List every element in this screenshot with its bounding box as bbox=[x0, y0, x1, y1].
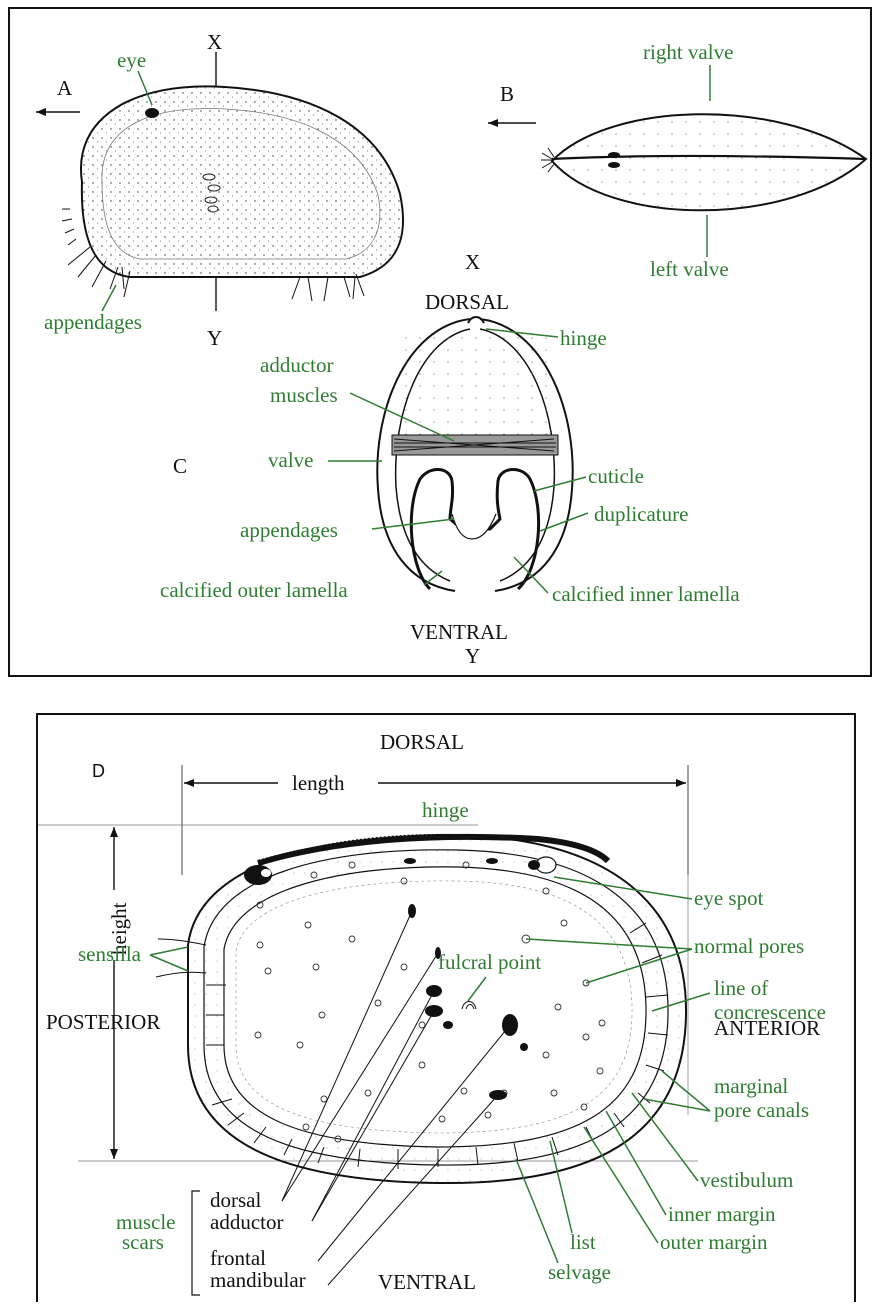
view-b-dorsal: B right valve left valve bbox=[488, 40, 866, 281]
label-cuticle: cuticle bbox=[588, 464, 644, 488]
axis-x-c: X bbox=[465, 250, 480, 274]
label-duplicature: duplicature bbox=[594, 502, 688, 526]
label-pore-canals-1: marginal bbox=[714, 1074, 788, 1098]
view-c-cross-section: X DORSAL VENTRAL Y C hinge adductor musc… bbox=[160, 250, 740, 668]
label-pore-canals-2: pore canals bbox=[714, 1098, 809, 1122]
axis-y-c: Y bbox=[465, 644, 480, 668]
axis-y-a: Y bbox=[207, 326, 222, 350]
label-a: A bbox=[57, 76, 73, 100]
label-appendages-c: appendages bbox=[240, 518, 338, 542]
label-sensilla: sensilla bbox=[78, 942, 142, 966]
label-adductor-c-1: adductor bbox=[260, 353, 333, 377]
label-scar-mandibular: mandibular bbox=[210, 1268, 306, 1292]
view-a-lateral: A X Y eye appendages bbox=[36, 30, 403, 350]
label-concrescence-1: line of bbox=[714, 976, 768, 1000]
label-length: length bbox=[292, 771, 345, 795]
label-scar-dorsal: dorsal bbox=[210, 1188, 261, 1212]
label-list: list bbox=[570, 1230, 596, 1254]
ostracod-valve-interior-d: D DORSAL VENTRAL POSTERIOR ANTERIOR leng… bbox=[38, 715, 854, 1304]
label-dorsal-d: DORSAL bbox=[380, 730, 464, 754]
label-eye: eye bbox=[117, 48, 146, 72]
label-eye-spot: eye spot bbox=[694, 886, 764, 910]
eye-dot bbox=[145, 108, 159, 118]
label-inner-margin: inner margin bbox=[668, 1202, 776, 1226]
label-selvage: selvage bbox=[548, 1260, 611, 1284]
label-ventral-c: VENTRAL bbox=[410, 620, 508, 644]
label-right-valve: right valve bbox=[643, 40, 733, 64]
label-concrescence-2: concrescence bbox=[714, 1000, 826, 1024]
label-b: B bbox=[500, 82, 514, 106]
figure-panel-d: D DORSAL VENTRAL POSTERIOR ANTERIOR leng… bbox=[36, 713, 856, 1302]
label-inner-lamella: calcified inner lamella bbox=[552, 582, 740, 606]
label-normal-pores: normal pores bbox=[694, 934, 804, 958]
label-c: C bbox=[173, 454, 187, 478]
label-adductor-c-2: muscles bbox=[270, 383, 338, 407]
label-posterior: POSTERIOR bbox=[46, 1010, 160, 1034]
label-muscle-2: scars bbox=[122, 1230, 164, 1254]
label-left-valve: left valve bbox=[650, 257, 729, 281]
label-fulcral-point: fulcral point bbox=[438, 950, 541, 974]
label-valve: valve bbox=[268, 448, 313, 472]
label-appendages-a: appendages bbox=[44, 310, 142, 334]
axis-x-a: X bbox=[207, 30, 222, 54]
ostracod-views-abc: A X Y eye appendages B right valve left … bbox=[10, 9, 870, 675]
label-outer-lamella: calcified outer lamella bbox=[160, 578, 348, 602]
label-scar-frontal: frontal bbox=[210, 1246, 266, 1270]
label-hinge-d: hinge bbox=[422, 798, 469, 822]
label-outer-margin: outer margin bbox=[660, 1230, 768, 1254]
label-ventral-d: VENTRAL bbox=[378, 1270, 476, 1294]
label-hinge-c: hinge bbox=[560, 326, 607, 350]
label-vestibulum: vestibulum bbox=[700, 1168, 793, 1192]
label-dorsal-c: DORSAL bbox=[425, 290, 509, 314]
label-d: D bbox=[92, 761, 105, 781]
label-scar-adductor: adductor bbox=[210, 1210, 283, 1234]
figure-panel-abc: A X Y eye appendages B right valve left … bbox=[8, 7, 872, 677]
